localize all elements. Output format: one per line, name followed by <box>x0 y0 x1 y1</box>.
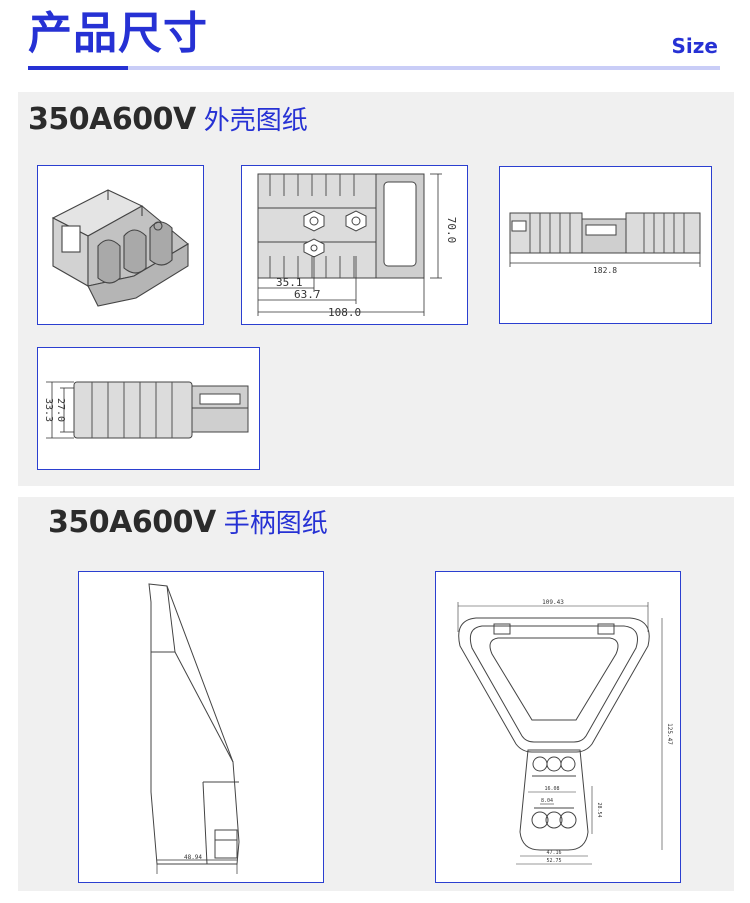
handle-side-view: 48.94 <box>78 571 324 883</box>
dim-label: 28.54 <box>596 802 602 817</box>
connector-side-view: 33.3 27.0 <box>37 347 260 470</box>
connector-3d-view <box>37 165 204 325</box>
handle-front-view: 109.43 125.47 16.08 28.54 8.04 47.16 <box>435 571 681 883</box>
title-underline-accent <box>28 66 128 70</box>
dim-label: 35.1 <box>276 276 303 289</box>
handle-caption: 手柄图纸 <box>223 509 328 539</box>
dim-label: 125.47 <box>666 723 673 745</box>
dim-label: 108.0 <box>328 306 361 319</box>
dim-label: 8.04 <box>541 798 553 804</box>
page-title: 产品尺寸 <box>28 8 208 59</box>
dim-label: 33.3 <box>43 398 54 422</box>
dim-label: 70.0 <box>445 217 458 244</box>
dim-label: 63.7 <box>294 288 321 301</box>
connector-front-view: 70.0 35.1 63.7 108.0 <box>241 165 468 325</box>
housing-model-label: 350A600V <box>28 102 196 137</box>
housing-caption: 外壳图纸 <box>203 106 308 136</box>
title-underline <box>28 66 720 70</box>
dim-label: 52.75 <box>546 858 561 864</box>
dim-label: 109.43 <box>542 599 564 606</box>
dim-label: 182.8 <box>593 266 617 275</box>
connector-top-view: 182.8 <box>499 166 712 324</box>
dim-label: 48.94 <box>184 854 202 861</box>
handle-model-label: 350A600V <box>48 505 216 540</box>
dim-label: 16.08 <box>544 786 559 792</box>
page-header: 产品尺寸 Size <box>0 0 750 72</box>
page-subtitle: Size <box>671 34 718 58</box>
dim-label: 47.16 <box>546 850 561 856</box>
dim-label: 27.0 <box>55 398 66 422</box>
